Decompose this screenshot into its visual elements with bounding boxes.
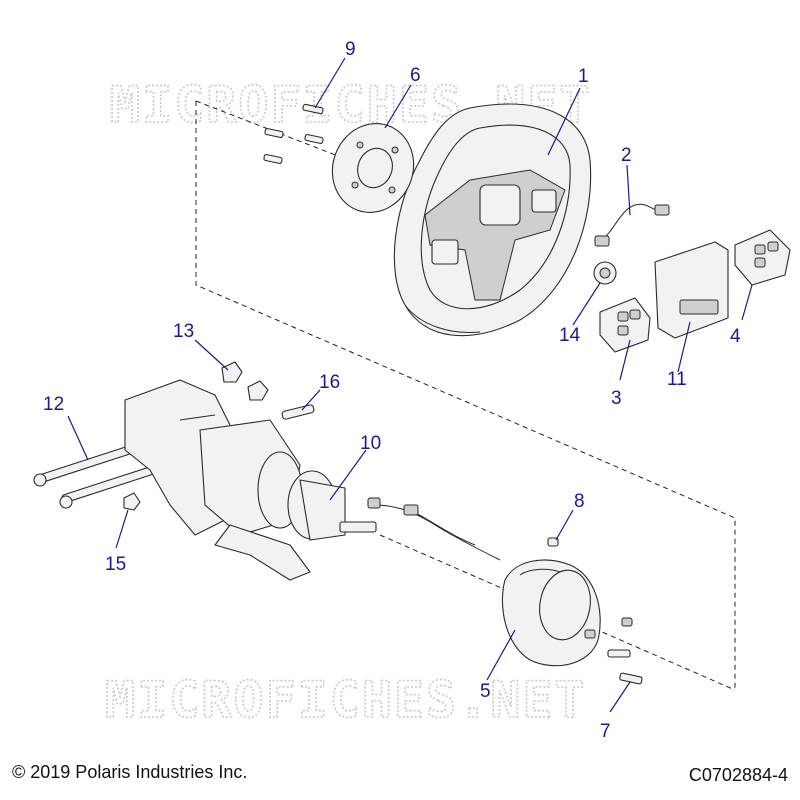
shroud-bolts <box>607 649 643 685</box>
nut-13 <box>221 361 269 401</box>
callout-9: 9 <box>345 39 356 60</box>
callout-13: 13 <box>173 321 194 342</box>
callout-10: 10 <box>360 433 381 454</box>
leader-lines <box>67 57 753 713</box>
callout-15: 15 <box>105 554 126 575</box>
wheel-harness <box>594 203 670 247</box>
long-bolts <box>33 444 159 509</box>
figure-code: C0702884-4 <box>688 765 788 785</box>
hub-screws <box>263 103 324 164</box>
trim-cover <box>654 241 729 339</box>
callout-5: 5 <box>480 681 491 702</box>
screw-8 <box>547 537 559 547</box>
callout-16: 16 <box>319 372 340 393</box>
nut-15 <box>123 492 141 511</box>
callout-2: 2 <box>621 145 632 166</box>
callout-1: 1 <box>578 66 589 87</box>
callout-4: 4 <box>730 326 741 347</box>
callout-12: 12 <box>43 394 64 415</box>
switch-module-left <box>599 297 651 353</box>
switch-module-right <box>734 229 791 286</box>
center-cap <box>593 261 617 285</box>
callout-8: 8 <box>574 491 585 512</box>
callout-11: 11 <box>667 369 687 390</box>
copyright-notice: © 2019 Polaris Industries Inc. <box>12 762 248 782</box>
steering-wheel <box>393 103 592 337</box>
callout-3: 3 <box>611 388 622 409</box>
callout-6: 6 <box>410 65 421 86</box>
bolt-16 <box>281 404 315 420</box>
watermark-bottom: MICROFICHES.NET <box>105 671 587 729</box>
callout-7: 7 <box>600 721 611 742</box>
steering-column <box>124 379 377 581</box>
column-shroud <box>501 559 633 667</box>
callouts: 1 2 3 4 5 6 7 8 9 10 11 12 13 14 15 16 <box>43 39 741 742</box>
hub-plate <box>331 123 415 213</box>
column-harness <box>367 497 501 561</box>
callout-14: 14 <box>559 325 581 346</box>
